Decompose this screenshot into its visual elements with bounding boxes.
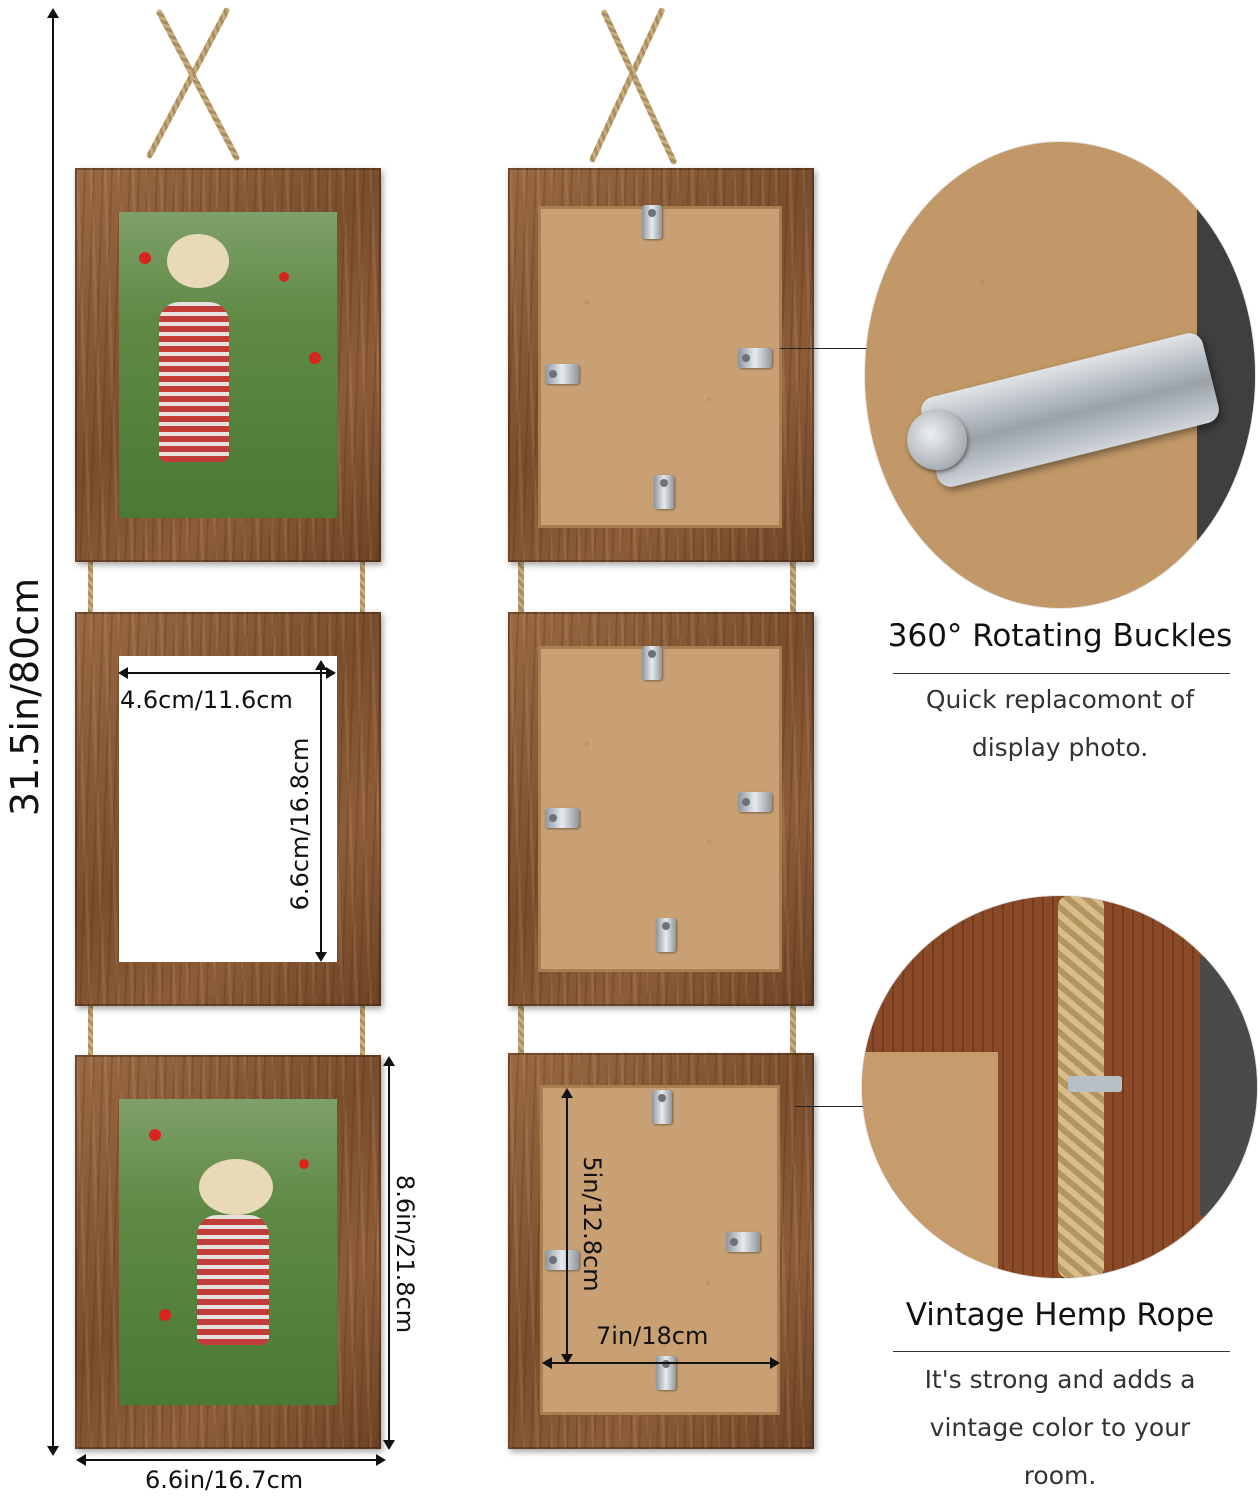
frame-opening bbox=[119, 656, 337, 962]
rope-segment bbox=[145, 6, 231, 160]
opening-height-arrow-top bbox=[315, 660, 327, 670]
rope-segment bbox=[88, 1004, 93, 1060]
frame-height-label: 8.6in/21.8cm bbox=[391, 1174, 419, 1334]
photo-girl-walking bbox=[119, 1099, 337, 1405]
buckle-icon bbox=[652, 1090, 672, 1124]
rope-segment bbox=[360, 1004, 365, 1060]
callout-line-rope bbox=[795, 1106, 865, 1107]
photo-girl-flowers bbox=[119, 212, 337, 518]
feature-desc-buckles: Quick replacomont of display photo. bbox=[925, 685, 1195, 762]
rope-closeup bbox=[862, 896, 1257, 1278]
rope-segment bbox=[88, 560, 93, 616]
back-height-arrow-top bbox=[561, 1088, 573, 1098]
flower-accent bbox=[149, 1129, 161, 1141]
total-height-line bbox=[52, 14, 54, 1450]
buckle-plate bbox=[918, 330, 1222, 490]
buckle-icon bbox=[738, 348, 772, 368]
feature-title-buckles: 360° Rotating Buckles bbox=[887, 618, 1233, 654]
buckle-icon bbox=[726, 1232, 760, 1252]
frame-width-label: 6.6in/16.7cm bbox=[145, 1466, 304, 1494]
callout-line-buckle bbox=[780, 348, 876, 349]
feature-desc-rope: It's strong and adds a vintage color to … bbox=[924, 1365, 1196, 1490]
flower-accent bbox=[309, 352, 321, 364]
frame-height-arrow-bottom bbox=[383, 1440, 395, 1450]
girl-dress bbox=[197, 1215, 269, 1345]
buckle-icon bbox=[656, 918, 676, 952]
opening-height-label: 6.6cm/16.8cm bbox=[286, 737, 314, 911]
flower-accent bbox=[279, 272, 289, 282]
buckle-icon bbox=[545, 808, 579, 828]
buckle-icon bbox=[642, 646, 662, 680]
backboard-corner bbox=[862, 1052, 998, 1278]
back-height-label: 5in/12.8cm bbox=[578, 1156, 606, 1292]
girl-hat bbox=[167, 234, 229, 288]
feature-title-rope: Vintage Hemp Rope bbox=[905, 1297, 1215, 1333]
back-width-line bbox=[546, 1362, 772, 1364]
flower-accent bbox=[299, 1159, 309, 1169]
total-height-label: 31.5in/80cm bbox=[3, 577, 47, 817]
buckle-rivet bbox=[907, 410, 967, 470]
buckle-icon bbox=[545, 1250, 579, 1270]
frame-height-line bbox=[388, 1058, 390, 1444]
feature-divider bbox=[893, 1351, 1230, 1352]
frame-width-arrow-left bbox=[76, 1454, 86, 1466]
opening-height-arrow-bottom bbox=[315, 952, 327, 962]
opening-width-label: 4.6cm/11.6cm bbox=[120, 686, 293, 714]
back-height-arrow-bottom bbox=[561, 1354, 573, 1364]
front-frame-top bbox=[75, 168, 381, 562]
flower-accent bbox=[159, 1309, 171, 1321]
back-width-arrow-left bbox=[542, 1357, 552, 1369]
girl-hat bbox=[199, 1159, 273, 1215]
rope-segment bbox=[360, 560, 365, 616]
rope-icon bbox=[155, 8, 241, 162]
buckle-icon bbox=[545, 364, 579, 384]
rope-segment bbox=[600, 8, 678, 166]
back-height-line bbox=[566, 1090, 568, 1358]
back-width-arrow-right bbox=[770, 1357, 780, 1369]
buckle-icon bbox=[642, 205, 662, 239]
front-frame-bottom bbox=[75, 1055, 381, 1449]
frame-width-line bbox=[80, 1459, 378, 1461]
flower-accent bbox=[139, 252, 151, 264]
frame-width-arrow-right bbox=[376, 1454, 386, 1466]
rope-clip bbox=[1068, 1076, 1122, 1092]
feature-divider bbox=[893, 673, 1230, 674]
opening-width-arrow-left bbox=[118, 667, 128, 679]
opening-width-line bbox=[122, 672, 328, 674]
buckle-icon bbox=[654, 475, 674, 509]
rope-segment bbox=[588, 6, 666, 164]
opening-height-line bbox=[320, 662, 322, 956]
total-height-arrow-bottom bbox=[47, 1446, 59, 1456]
back-width-label: 7in/18cm bbox=[596, 1322, 709, 1350]
frame-height-arrow-top bbox=[383, 1056, 395, 1066]
buckle-icon bbox=[738, 792, 772, 812]
buckle-icon bbox=[656, 1356, 676, 1390]
girl-dress bbox=[159, 302, 229, 462]
opening-width-arrow-right bbox=[326, 667, 336, 679]
frame-gray-edge bbox=[1200, 956, 1257, 1216]
buckle-closeup bbox=[865, 142, 1255, 608]
total-height-arrow-top bbox=[47, 8, 59, 18]
